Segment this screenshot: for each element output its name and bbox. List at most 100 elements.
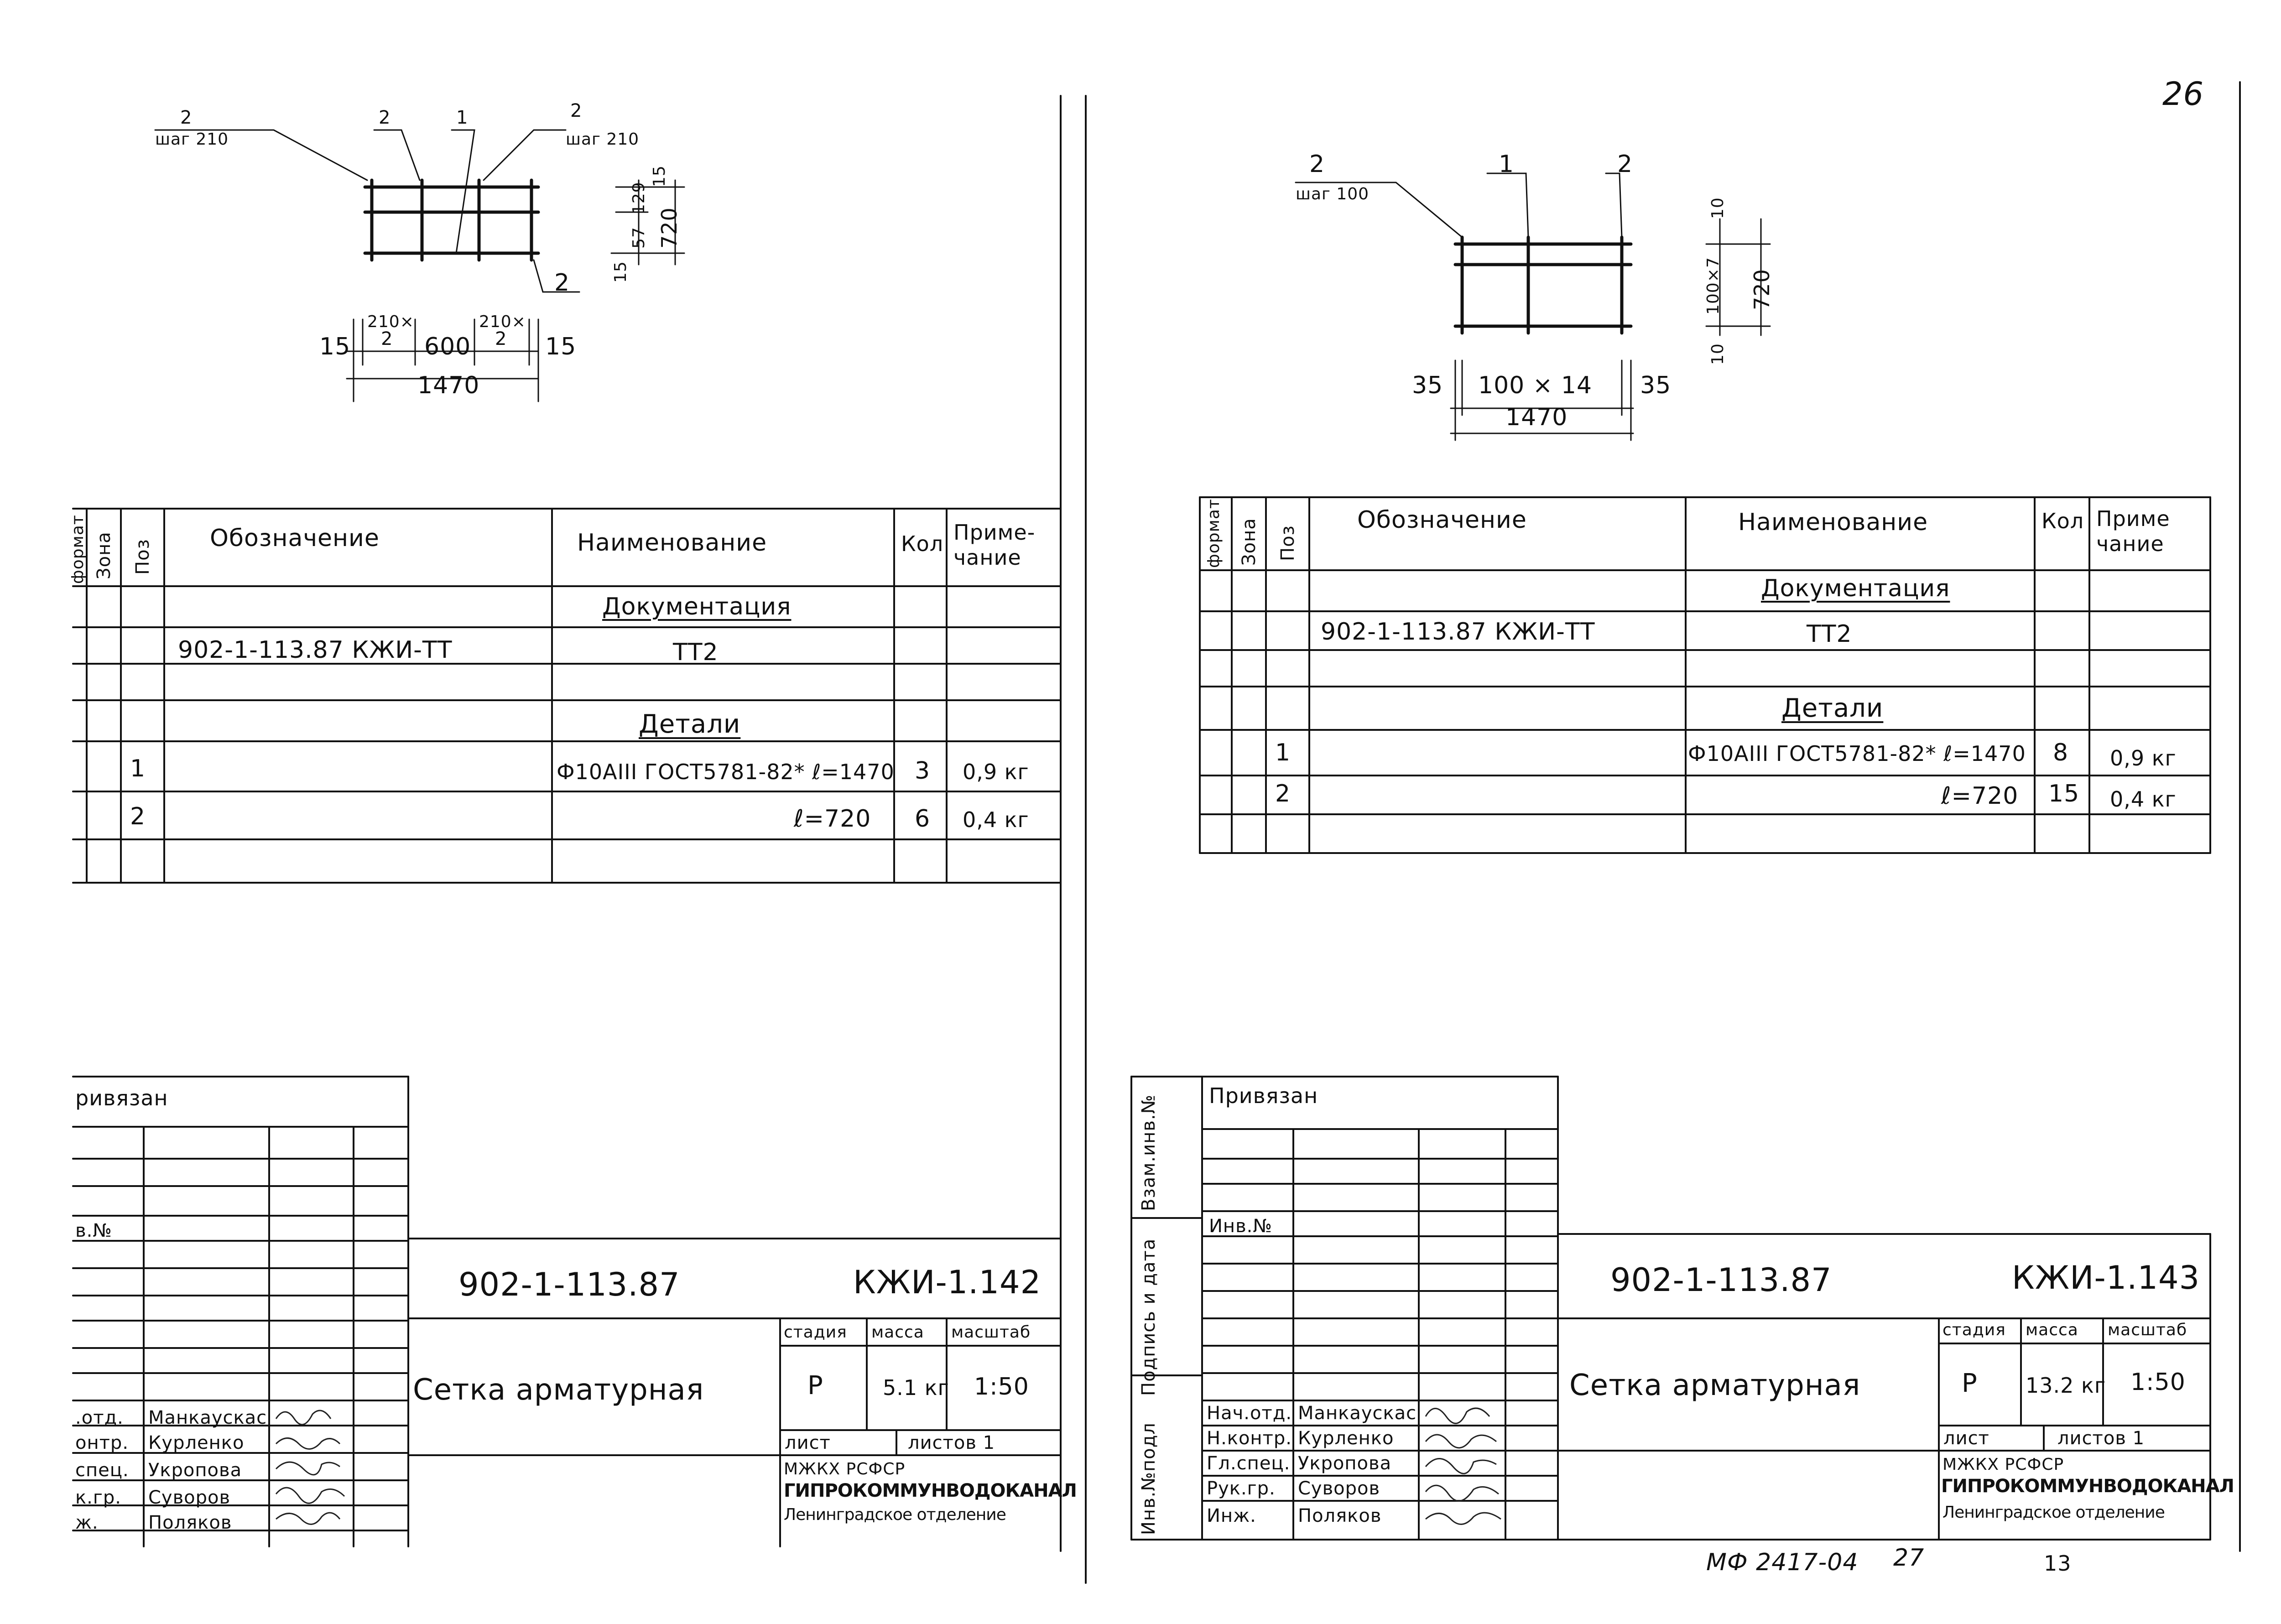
role: к.гр. xyxy=(75,1487,121,1508)
leader-label: 2 xyxy=(180,107,193,128)
scale-value: 1:50 xyxy=(974,1373,1029,1400)
dim-text: 100 × 14 xyxy=(1478,372,1593,399)
dim-text: 210× xyxy=(367,312,414,331)
row-qty: 3 xyxy=(915,757,931,785)
leader-label: шаг 210 xyxy=(566,130,640,149)
org-line1: МЖКХ РСФСР xyxy=(1942,1455,2064,1474)
row-name: ℓ=720 xyxy=(794,805,871,833)
org-line3: Ленинградское отделение xyxy=(1942,1503,2165,1522)
sheet-code: КЖИ-1.143 xyxy=(2012,1259,2200,1296)
col-note: Приме чание xyxy=(2096,506,2170,556)
col-zone: Зона xyxy=(94,531,115,579)
right-stamp-grid xyxy=(1130,1076,2211,1541)
stage-label: стадия xyxy=(784,1323,847,1342)
doc-name: ТТ2 xyxy=(1807,620,1852,648)
col-name: Наименование xyxy=(577,529,767,557)
section-documentation: Документация xyxy=(1761,575,1950,602)
leader-label: 2 xyxy=(1309,151,1325,178)
dim-text: 1470 xyxy=(1505,404,1568,431)
row-pos: 1 xyxy=(1275,739,1291,766)
leader-label: 1 xyxy=(456,107,469,128)
org-line1: МЖКХ РСФСР xyxy=(784,1460,906,1478)
doc-designation: 902-1-113.87 КЖИ-ТТ xyxy=(178,636,453,664)
scale-label: масштаб xyxy=(951,1323,1031,1342)
col-pos: Поз xyxy=(1277,525,1298,561)
doc-name: ТТ2 xyxy=(673,639,719,666)
list-label: лист xyxy=(1943,1428,1989,1449)
col-format: формат xyxy=(68,515,87,584)
right-spec-grid xyxy=(1199,496,2211,854)
row-note: 0,9 кг xyxy=(2110,746,2177,770)
person-name: Поляков xyxy=(148,1512,232,1533)
col-zone: Зона xyxy=(1239,518,1260,566)
dim-text: 2 xyxy=(381,328,393,349)
person-name: Манкаускас xyxy=(1298,1403,1417,1424)
row-note: 0,4 кг xyxy=(963,807,1029,832)
row-qty: 8 xyxy=(2053,739,2069,766)
role: Рук.гр. xyxy=(1207,1478,1276,1499)
drawing-title: Сетка арматурная xyxy=(1569,1369,1861,1402)
section-parts: Детали xyxy=(1781,693,1884,723)
col-name: Наименование xyxy=(1738,509,1928,536)
leader-label: шаг 100 xyxy=(1296,185,1370,203)
doc-designation: 902-1-113.87 КЖИ-ТТ xyxy=(1321,618,1595,645)
dim-text: 57 xyxy=(630,227,648,249)
dim-text: 1470 xyxy=(417,372,480,399)
scale-value: 1:50 xyxy=(2130,1369,2186,1396)
org-line3: Ленинградское отделение xyxy=(784,1505,1006,1524)
role: Гл.спец. xyxy=(1207,1453,1291,1474)
left-spec-grid xyxy=(72,508,1062,884)
col-pos: Поз xyxy=(132,539,153,575)
stamp-inv: Инв.№ xyxy=(1209,1216,1272,1237)
role: Нач.отд. xyxy=(1207,1403,1292,1424)
section-documentation: Документация xyxy=(602,593,792,620)
leader-label: 2 xyxy=(554,269,570,297)
doc-code: 902-1-113.87 xyxy=(458,1266,680,1303)
leader-label: шаг 210 xyxy=(155,130,229,149)
row-name: Ф10АIII ГОСТ5781-82* ℓ=1470 xyxy=(557,760,895,784)
signature-scribbles xyxy=(1425,1407,1501,1525)
dim-text: 210× xyxy=(479,312,526,331)
dim-text: 35 xyxy=(1412,372,1443,399)
person-name: Укропова xyxy=(1298,1453,1392,1474)
dim-text: 35 xyxy=(1640,372,1672,399)
stamp-privyazan: ривязан xyxy=(75,1086,168,1110)
row-name: Ф10АIII ГОСТ5781-82* ℓ=1470 xyxy=(1688,741,2026,766)
person-name: Манкаускас xyxy=(148,1407,267,1428)
leader-label: 2 xyxy=(1617,151,1633,178)
role: спец. xyxy=(75,1460,129,1481)
dim-text: 10 xyxy=(1708,343,1727,365)
col-format: формат xyxy=(1204,499,1223,568)
row-pos: 2 xyxy=(1275,780,1291,807)
col-designation: Обозначение xyxy=(1357,506,1527,534)
footer-num2: 13 xyxy=(2044,1551,2072,1576)
org-line2: ГИПРОКОММУНВОДОКАНАЛ xyxy=(1941,1476,2234,1497)
person-name: Курленко xyxy=(1298,1428,1394,1449)
lists-label: листов 1 xyxy=(2057,1428,2145,1449)
left-mesh-drawing xyxy=(363,178,540,262)
leader-label: 2 xyxy=(379,107,391,128)
stage-value: Р xyxy=(807,1371,823,1400)
lists-label: листов 1 xyxy=(908,1432,995,1453)
person-name: Курленко xyxy=(148,1432,245,1453)
side-label-inv-podl: Инв.№подл xyxy=(1138,1422,1159,1535)
stamp-privyazan: Привязан xyxy=(1209,1083,1318,1108)
side-label-signature-date: Подпись и дата xyxy=(1138,1238,1159,1396)
person-name: Укропова xyxy=(148,1460,242,1481)
page-number: 26 xyxy=(2162,75,2204,113)
dim-text: 15 xyxy=(545,333,577,360)
dim-text: 100×7 xyxy=(1704,257,1723,315)
role: онтр. xyxy=(75,1432,129,1453)
person-name: Суворов xyxy=(1298,1478,1380,1499)
dim-text: 129 xyxy=(630,182,648,214)
section-parts: Детали xyxy=(639,709,741,739)
col-designation: Обозначение xyxy=(210,525,380,552)
mass-label: масса xyxy=(871,1323,924,1342)
sheet-code: КЖИ-1.142 xyxy=(853,1264,1042,1301)
person-name: Поляков xyxy=(1298,1505,1382,1526)
dim-text: 10 xyxy=(1708,197,1727,219)
mass-value: 13.2 кг xyxy=(2026,1373,2106,1398)
mass-value: 5.1 кг xyxy=(883,1375,949,1400)
dim-text: 600 xyxy=(424,333,471,360)
